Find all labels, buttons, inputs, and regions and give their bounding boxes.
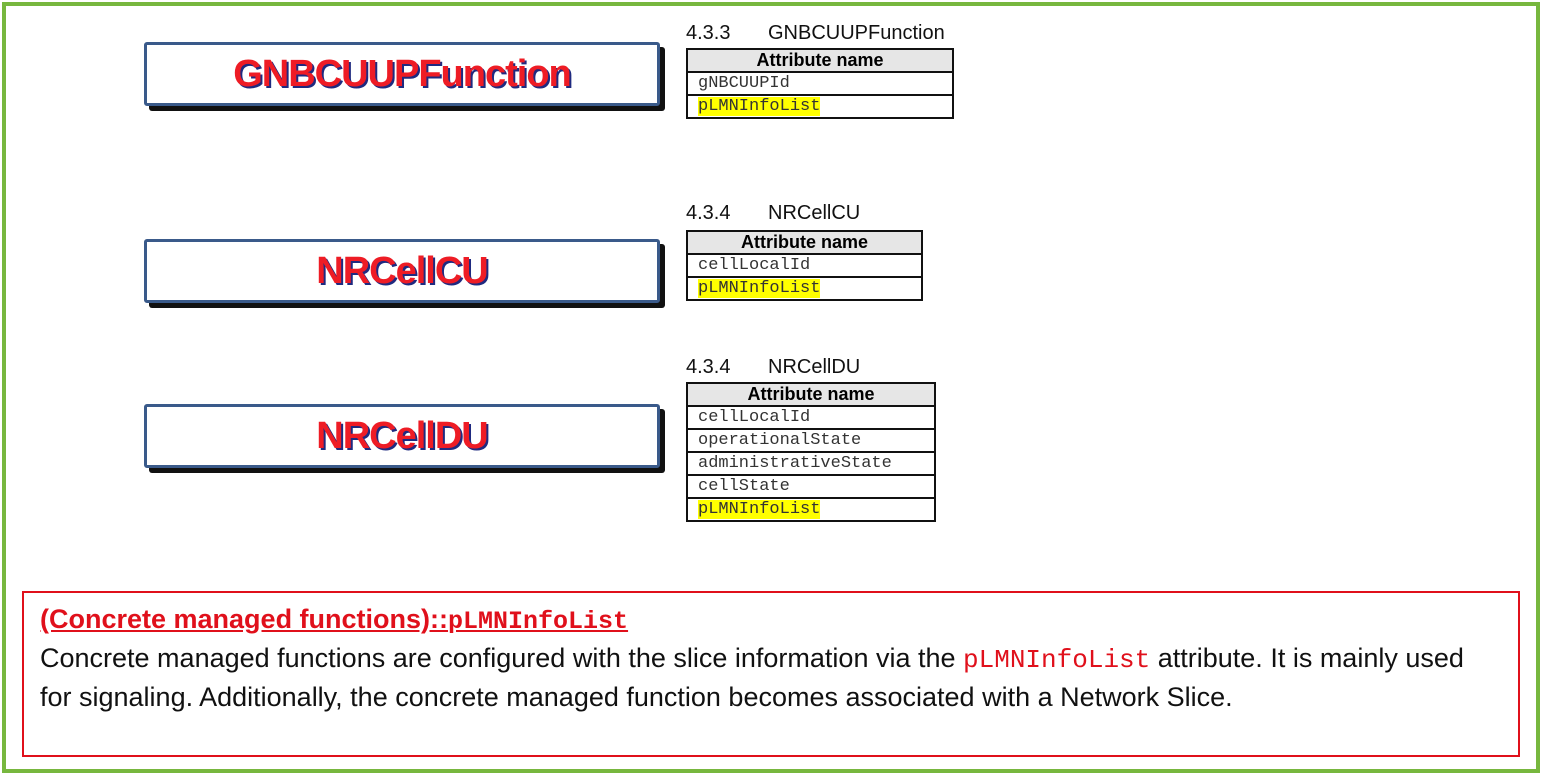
- attribute-table-gnbcuupfunction: Attribute name gNBCUUPId pLMNInfoList: [686, 48, 954, 119]
- table-row: pLMNInfoList: [686, 94, 954, 119]
- section-number: 4.3.4: [686, 356, 731, 378]
- attribute-name: administrativeState: [698, 454, 892, 473]
- attribute-name: operationalState: [698, 431, 862, 450]
- attribute-name: cellLocalId: [698, 408, 811, 427]
- table-row: pLMNInfoList: [686, 497, 936, 522]
- section-title: NRCellCU: [768, 202, 861, 224]
- class-name: GNBCUUPFunction: [233, 52, 572, 95]
- class-box-nrcellcu: NRCellCU: [144, 239, 660, 303]
- attribute-name: cellLocalId: [698, 256, 811, 275]
- class-name: NRCellCU: [316, 249, 488, 292]
- attribute-name-highlighted: pLMNInfoList: [698, 500, 821, 519]
- note-body-attribute: pLMNInfoList: [963, 645, 1151, 675]
- table-row: operationalState: [686, 428, 936, 453]
- table-header: Attribute name: [686, 48, 954, 73]
- note-body: Concrete managed functions are configure…: [40, 640, 1502, 716]
- attribute-table-nrcelldu: Attribute name cellLocalId operationalSt…: [686, 382, 936, 522]
- class-box-nrcelldu: NRCellDU: [144, 404, 660, 468]
- note-title: (Concrete managed functions)::pLMNInfoLi…: [40, 601, 1502, 640]
- section-number: 4.3.4: [686, 202, 731, 224]
- section-heading: 4.3.3 GNBCUUPFunction: [686, 22, 945, 45]
- class-name: NRCellDU: [316, 414, 488, 457]
- table-row: cellLocalId: [686, 405, 936, 430]
- note-title-attribute: pLMNInfoList: [448, 607, 629, 636]
- section-title: NRCellDU: [768, 356, 861, 378]
- note-body-text-after: attribute. It is mainly used for signali…: [40, 643, 1464, 712]
- note-body-text-before: Concrete managed functions are configure…: [40, 643, 964, 673]
- table-header: Attribute name: [686, 382, 936, 407]
- note-title-prefix: (Concrete managed functions)::: [40, 604, 449, 634]
- attribute-name-highlighted: pLMNInfoList: [698, 97, 821, 116]
- table-row: administrativeState: [686, 451, 936, 476]
- attribute-table-nrcellcu: Attribute name cellLocalId pLMNInfoList: [686, 230, 923, 301]
- section-heading: 4.3.4 NRCellDU: [686, 356, 860, 379]
- section-number: 4.3.3: [686, 22, 731, 44]
- table-header: Attribute name: [686, 230, 923, 255]
- section-heading: 4.3.4 NRCellCU: [686, 202, 860, 225]
- class-box-gnbcuupfunction: GNBCUUPFunction: [144, 42, 660, 106]
- table-row: cellLocalId: [686, 253, 923, 278]
- section-title: GNBCUUPFunction: [768, 22, 945, 44]
- table-row: gNBCUUPId: [686, 71, 954, 96]
- attribute-name: cellState: [698, 477, 790, 496]
- note-box: (Concrete managed functions)::pLMNInfoLi…: [22, 591, 1520, 757]
- table-row: pLMNInfoList: [686, 276, 923, 301]
- table-row: cellState: [686, 474, 936, 499]
- attribute-name-highlighted: pLMNInfoList: [698, 279, 821, 298]
- attribute-name: gNBCUUPId: [698, 74, 790, 93]
